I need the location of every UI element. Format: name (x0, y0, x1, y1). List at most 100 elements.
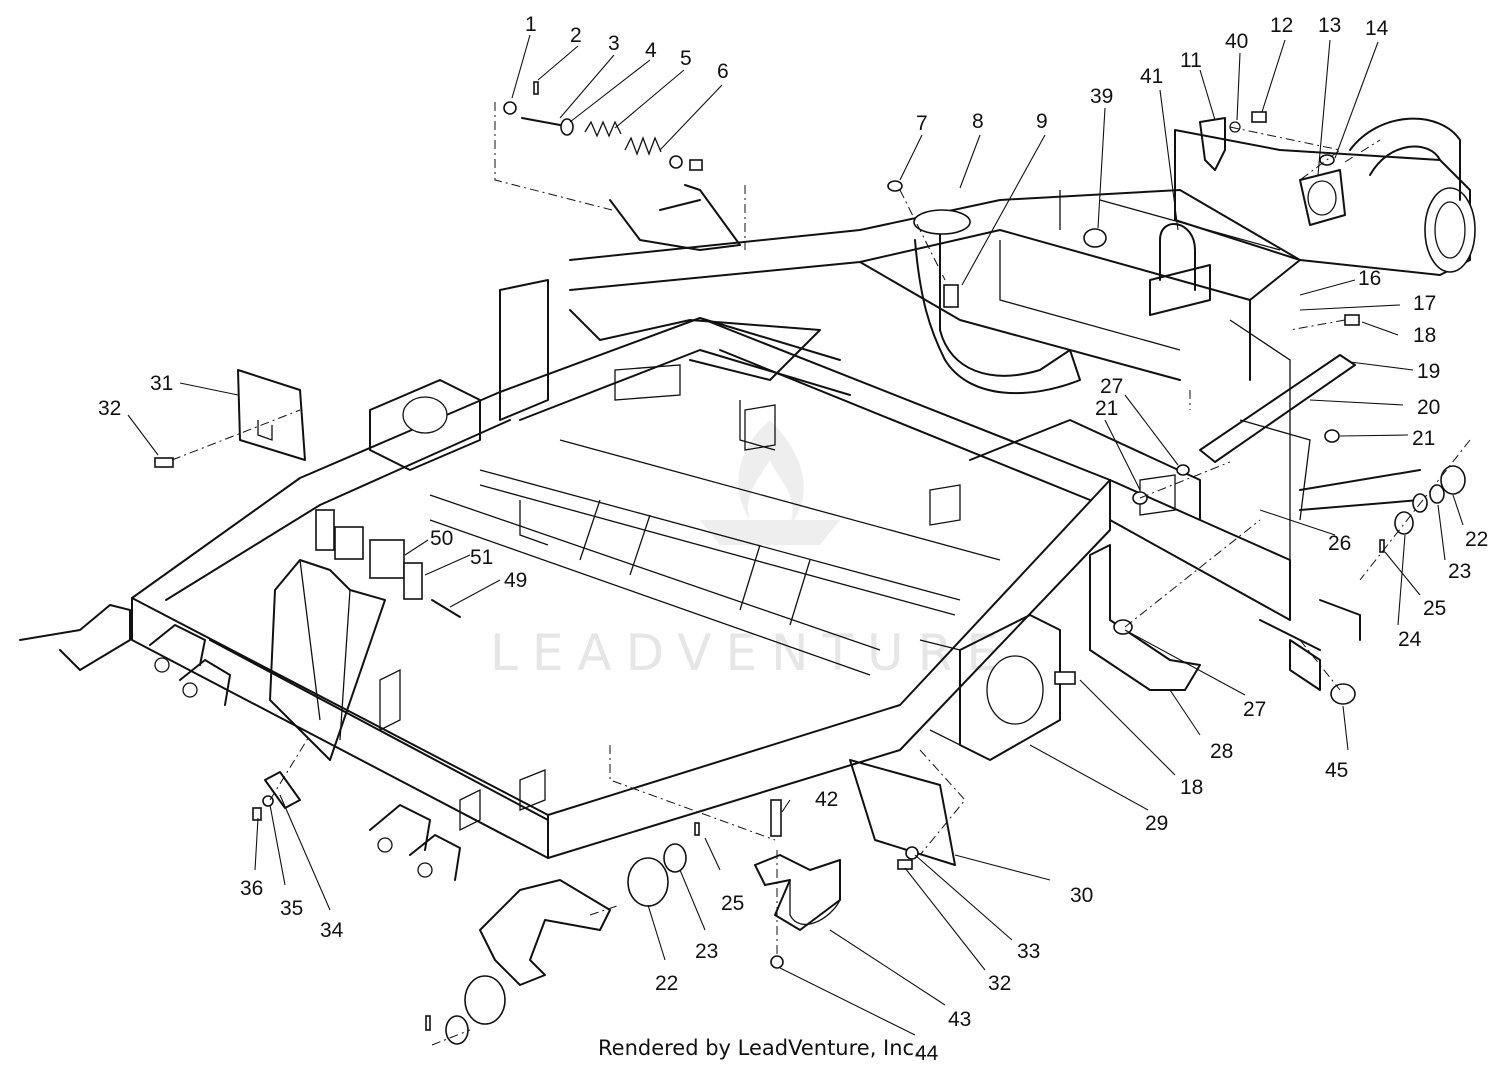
leaders (127, 34, 1464, 1036)
washer-23-right-a (1429, 484, 1445, 504)
leader-lines (127, 34, 1464, 1036)
callout-41: 41 (1140, 65, 1163, 88)
callout-1: 1 (525, 13, 537, 36)
screw-32-left (154, 457, 174, 468)
muffler (1174, 129, 1471, 276)
callout-22-front: 22 (655, 972, 678, 995)
rear-stub-arms (1259, 469, 1421, 651)
callout-12: 12 (1270, 14, 1293, 37)
callout-31: 31 (150, 372, 173, 395)
callout-2: 2 (570, 24, 582, 47)
tube-part-9 (914, 229, 1081, 395)
spring-bracket (609, 184, 741, 251)
clip-34 (264, 771, 301, 809)
pin-3 (521, 117, 561, 126)
block-50 (334, 526, 364, 560)
callout-50: 50 (430, 527, 453, 550)
left-side-rail (131, 391, 549, 859)
render-credit: Rendered by LeadVenture, Inc. (598, 1036, 921, 1060)
bolt-12 (1251, 111, 1267, 123)
bolt-42 (770, 799, 782, 837)
callout-4: 4 (645, 39, 657, 62)
assembly-line-7 (171, 409, 301, 461)
callout-39: 39 (1090, 85, 1113, 108)
cotter-25-lower (425, 1015, 431, 1031)
washer-27-lower (1113, 619, 1133, 635)
hanger-11 (1199, 117, 1226, 171)
callout-51: 51 (470, 546, 493, 569)
plate-51b (315, 509, 335, 551)
callout-36: 36 (240, 877, 263, 900)
nut-6 (689, 159, 703, 171)
callout-8: 8 (972, 110, 984, 133)
nut-44 (770, 955, 784, 969)
callout-32-front: 32 (988, 972, 1011, 995)
washer-6 (669, 155, 683, 169)
flange-part-8 (913, 209, 971, 235)
right-rear-tower (969, 419, 1291, 621)
screw-36 (252, 807, 262, 821)
bumper-bracket-loop (789, 880, 841, 926)
floor-panel-31-slot (257, 420, 273, 441)
callout-13: 13 (1318, 14, 1341, 37)
callout-25-front: 25 (721, 892, 744, 915)
tow-plate-hole (986, 655, 1044, 725)
shield-plate (269, 559, 386, 761)
callout-24: 24 (1398, 628, 1422, 651)
spring-6 (624, 136, 662, 156)
callout-42: 42 (815, 788, 838, 811)
callout-11: 11 (1180, 49, 1202, 72)
assembly-line-8 (609, 745, 778, 955)
inner-member-a (429, 494, 881, 676)
floor-panel-31 (237, 369, 306, 461)
nut-21-right (1324, 429, 1340, 443)
bumper-22-right (1440, 465, 1466, 495)
assembly-lines (171, 102, 1471, 1046)
assembly-line-2 (899, 189, 946, 281)
crossbar-1 (579, 499, 811, 626)
watermark: LEADVENTURE (490, 420, 998, 682)
nut-39 (1083, 228, 1107, 248)
callout-27-upper: 27 (1100, 375, 1123, 398)
hardware (154, 81, 1466, 1045)
bushing-4 (560, 118, 574, 136)
assembly-line-10 (269, 734, 311, 801)
right-rear-bracket (1229, 319, 1311, 560)
left-rear-hole (402, 396, 448, 434)
bumper-22-lower (464, 975, 506, 1025)
left-front-bracket (19, 604, 131, 671)
bolt-49 (431, 599, 461, 618)
plate-30 (849, 759, 956, 866)
bumper-22-front (627, 857, 669, 907)
washer-33 (905, 846, 919, 860)
block-50b (369, 539, 405, 579)
callout-3: 3 (608, 32, 620, 55)
plate-51 (403, 562, 423, 600)
muffler-outlet-inner (1434, 201, 1466, 259)
callout-30: 30 (1070, 884, 1093, 907)
cap-45 (1330, 683, 1356, 705)
callout-35: 35 (280, 897, 303, 920)
tab-hole-3 (377, 837, 393, 853)
callout-34: 34 (320, 919, 344, 942)
callout-45: 45 (1325, 759, 1348, 782)
callout-23-front: 23 (695, 940, 718, 963)
inner-member-b (479, 469, 961, 616)
callout-18-lower: 18 (1180, 776, 1203, 799)
callout-18-upper: 18 (1413, 324, 1436, 347)
callout-21-left: 21 (1095, 397, 1118, 420)
callout-33: 33 (1017, 940, 1040, 963)
bolt-18-upper (1344, 314, 1360, 326)
callout-22-right: 22 (1465, 528, 1488, 551)
assembly-line-6 (1124, 519, 1341, 691)
cotter-2 (533, 81, 539, 95)
callout-16: 16 (1358, 267, 1381, 290)
tab-hole-1 (154, 657, 170, 673)
tab-hole-2 (182, 682, 198, 698)
bolt-18-lower (1054, 671, 1076, 685)
callout-49: 49 (504, 569, 527, 592)
misc-brackets-2 (379, 668, 546, 832)
callout-32-left: 32 (98, 397, 121, 420)
seat-support (499, 279, 821, 421)
